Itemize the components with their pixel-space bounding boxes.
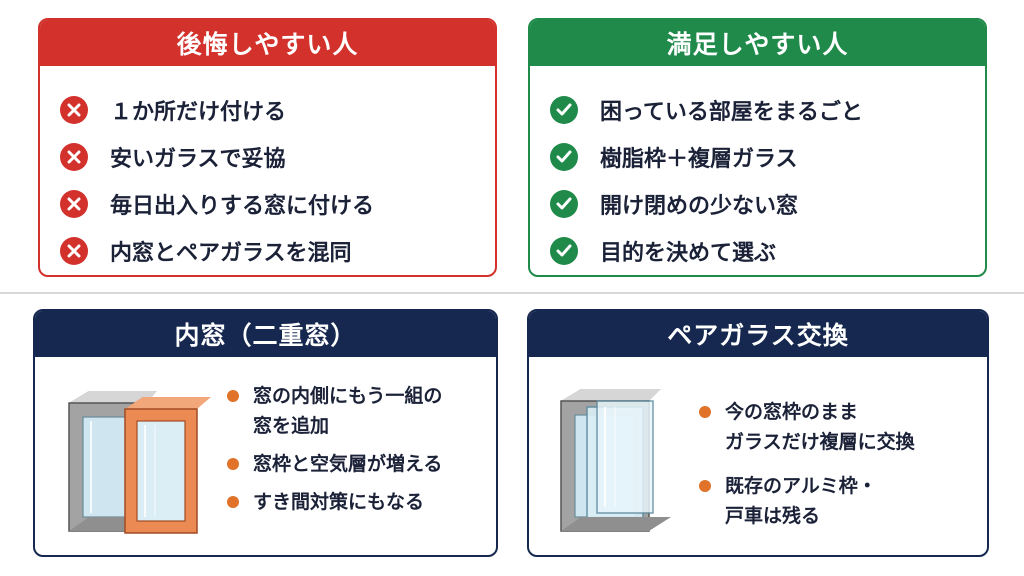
check-circle-icon bbox=[550, 236, 578, 265]
list-item-label: 安いガラスで妥協 bbox=[110, 146, 286, 172]
bullet-text: 今の窓枠のまま ガラスだけ複層に交換 bbox=[725, 401, 915, 453]
list-item: すき間対策にもなる bbox=[227, 487, 442, 517]
satisfied-list: 困っている部屋をまるごと 樹脂枠＋複層ガラス 開け閉めの少ない窓 目的を決めて選… bbox=[530, 66, 985, 274]
check-circle-icon bbox=[550, 95, 578, 124]
regret-title: 後悔しやすい人 bbox=[40, 20, 495, 66]
regret-card: 後悔しやすい人 １か所だけ付ける 安いガラスで妥協 毎日出入りする窓に付ける 内… bbox=[38, 18, 497, 277]
orange-dot-icon bbox=[699, 406, 711, 418]
list-item-label: 開け閉めの少ない窓 bbox=[600, 193, 799, 219]
bullet-text: すき間対策にもなる bbox=[253, 491, 425, 513]
list-item-label: 目的を決めて選ぶ bbox=[600, 240, 777, 266]
list-item: 目的を決めて選ぶ bbox=[550, 227, 985, 274]
list-item: 窓の内側にもう一組の 窓を追加 bbox=[227, 381, 442, 441]
bullet-text: 窓枠と空気層が増える bbox=[253, 453, 443, 475]
section-divider bbox=[0, 292, 1024, 294]
list-item: 安いガラスで妥協 bbox=[60, 133, 495, 180]
x-circle-icon bbox=[60, 95, 88, 124]
check-circle-icon bbox=[550, 142, 578, 171]
list-item: 今の窓枠のまま ガラスだけ複層に交換 bbox=[699, 397, 915, 457]
list-item: 毎日出入りする窓に付ける bbox=[60, 180, 495, 227]
inner-window-bullets: 窓の内側にもう一組の 窓を追加 窓枠と空気層が増える すき間対策にもなる bbox=[227, 381, 442, 525]
inner-window-illustration bbox=[68, 391, 211, 534]
list-item-label: 毎日出入りする窓に付ける bbox=[110, 193, 375, 219]
x-circle-icon bbox=[60, 236, 88, 265]
list-item: 樹脂枠＋複層ガラス bbox=[550, 133, 985, 180]
x-circle-icon bbox=[60, 189, 88, 218]
pair-glass-card: ペアガラス交換 今の窓枠のまま ガラスだけ複層に交換 既存のアルミ枠・ 戸車は残… bbox=[527, 309, 989, 557]
orange-dot-icon bbox=[227, 390, 239, 402]
pair-glass-illustration bbox=[560, 389, 671, 532]
orange-dot-icon bbox=[227, 496, 239, 508]
list-item-label: 内窓とペアガラスを混同 bbox=[110, 240, 352, 266]
list-item: 既存のアルミ枠・ 戸車は残る bbox=[699, 471, 915, 531]
check-circle-icon bbox=[550, 189, 578, 218]
list-item-label: 樹脂枠＋複層ガラス bbox=[600, 146, 798, 172]
regret-list: １か所だけ付ける 安いガラスで妥協 毎日出入りする窓に付ける 内窓とペアガラスを… bbox=[40, 66, 495, 274]
bullet-text: 窓の内側にもう一組の 窓を追加 bbox=[253, 385, 443, 437]
satisfied-card: 満足しやすい人 困っている部屋をまるごと 樹脂枠＋複層ガラス 開け閉めの少ない窓… bbox=[528, 18, 987, 277]
list-item-label: 困っている部屋をまるごと bbox=[600, 99, 863, 125]
list-item: 内窓とペアガラスを混同 bbox=[60, 227, 495, 274]
x-circle-icon bbox=[60, 142, 88, 171]
list-item-label: １か所だけ付ける bbox=[110, 99, 287, 125]
bullet-text: 既存のアルミ枠・ 戸車は残る bbox=[725, 475, 877, 527]
pair-glass-bullets: 今の窓枠のまま ガラスだけ複層に交換 既存のアルミ枠・ 戸車は残る bbox=[699, 397, 915, 545]
satisfied-title: 満足しやすい人 bbox=[530, 20, 985, 66]
inner-window-card: 内窓（二重窓） 窓の内側にもう一組の 窓を追加 窓枠と空気層が増える すき間対策… bbox=[33, 309, 498, 557]
orange-dot-icon bbox=[699, 480, 711, 492]
list-item: 開け閉めの少ない窓 bbox=[550, 180, 985, 227]
list-item: １か所だけ付ける bbox=[60, 86, 495, 133]
orange-dot-icon bbox=[227, 458, 239, 470]
inner-window-title: 内窓（二重窓） bbox=[35, 311, 496, 357]
pair-glass-title: ペアガラス交換 bbox=[529, 311, 987, 357]
list-item: 窓枠と空気層が増える bbox=[227, 449, 442, 479]
list-item: 困っている部屋をまるごと bbox=[550, 86, 985, 133]
